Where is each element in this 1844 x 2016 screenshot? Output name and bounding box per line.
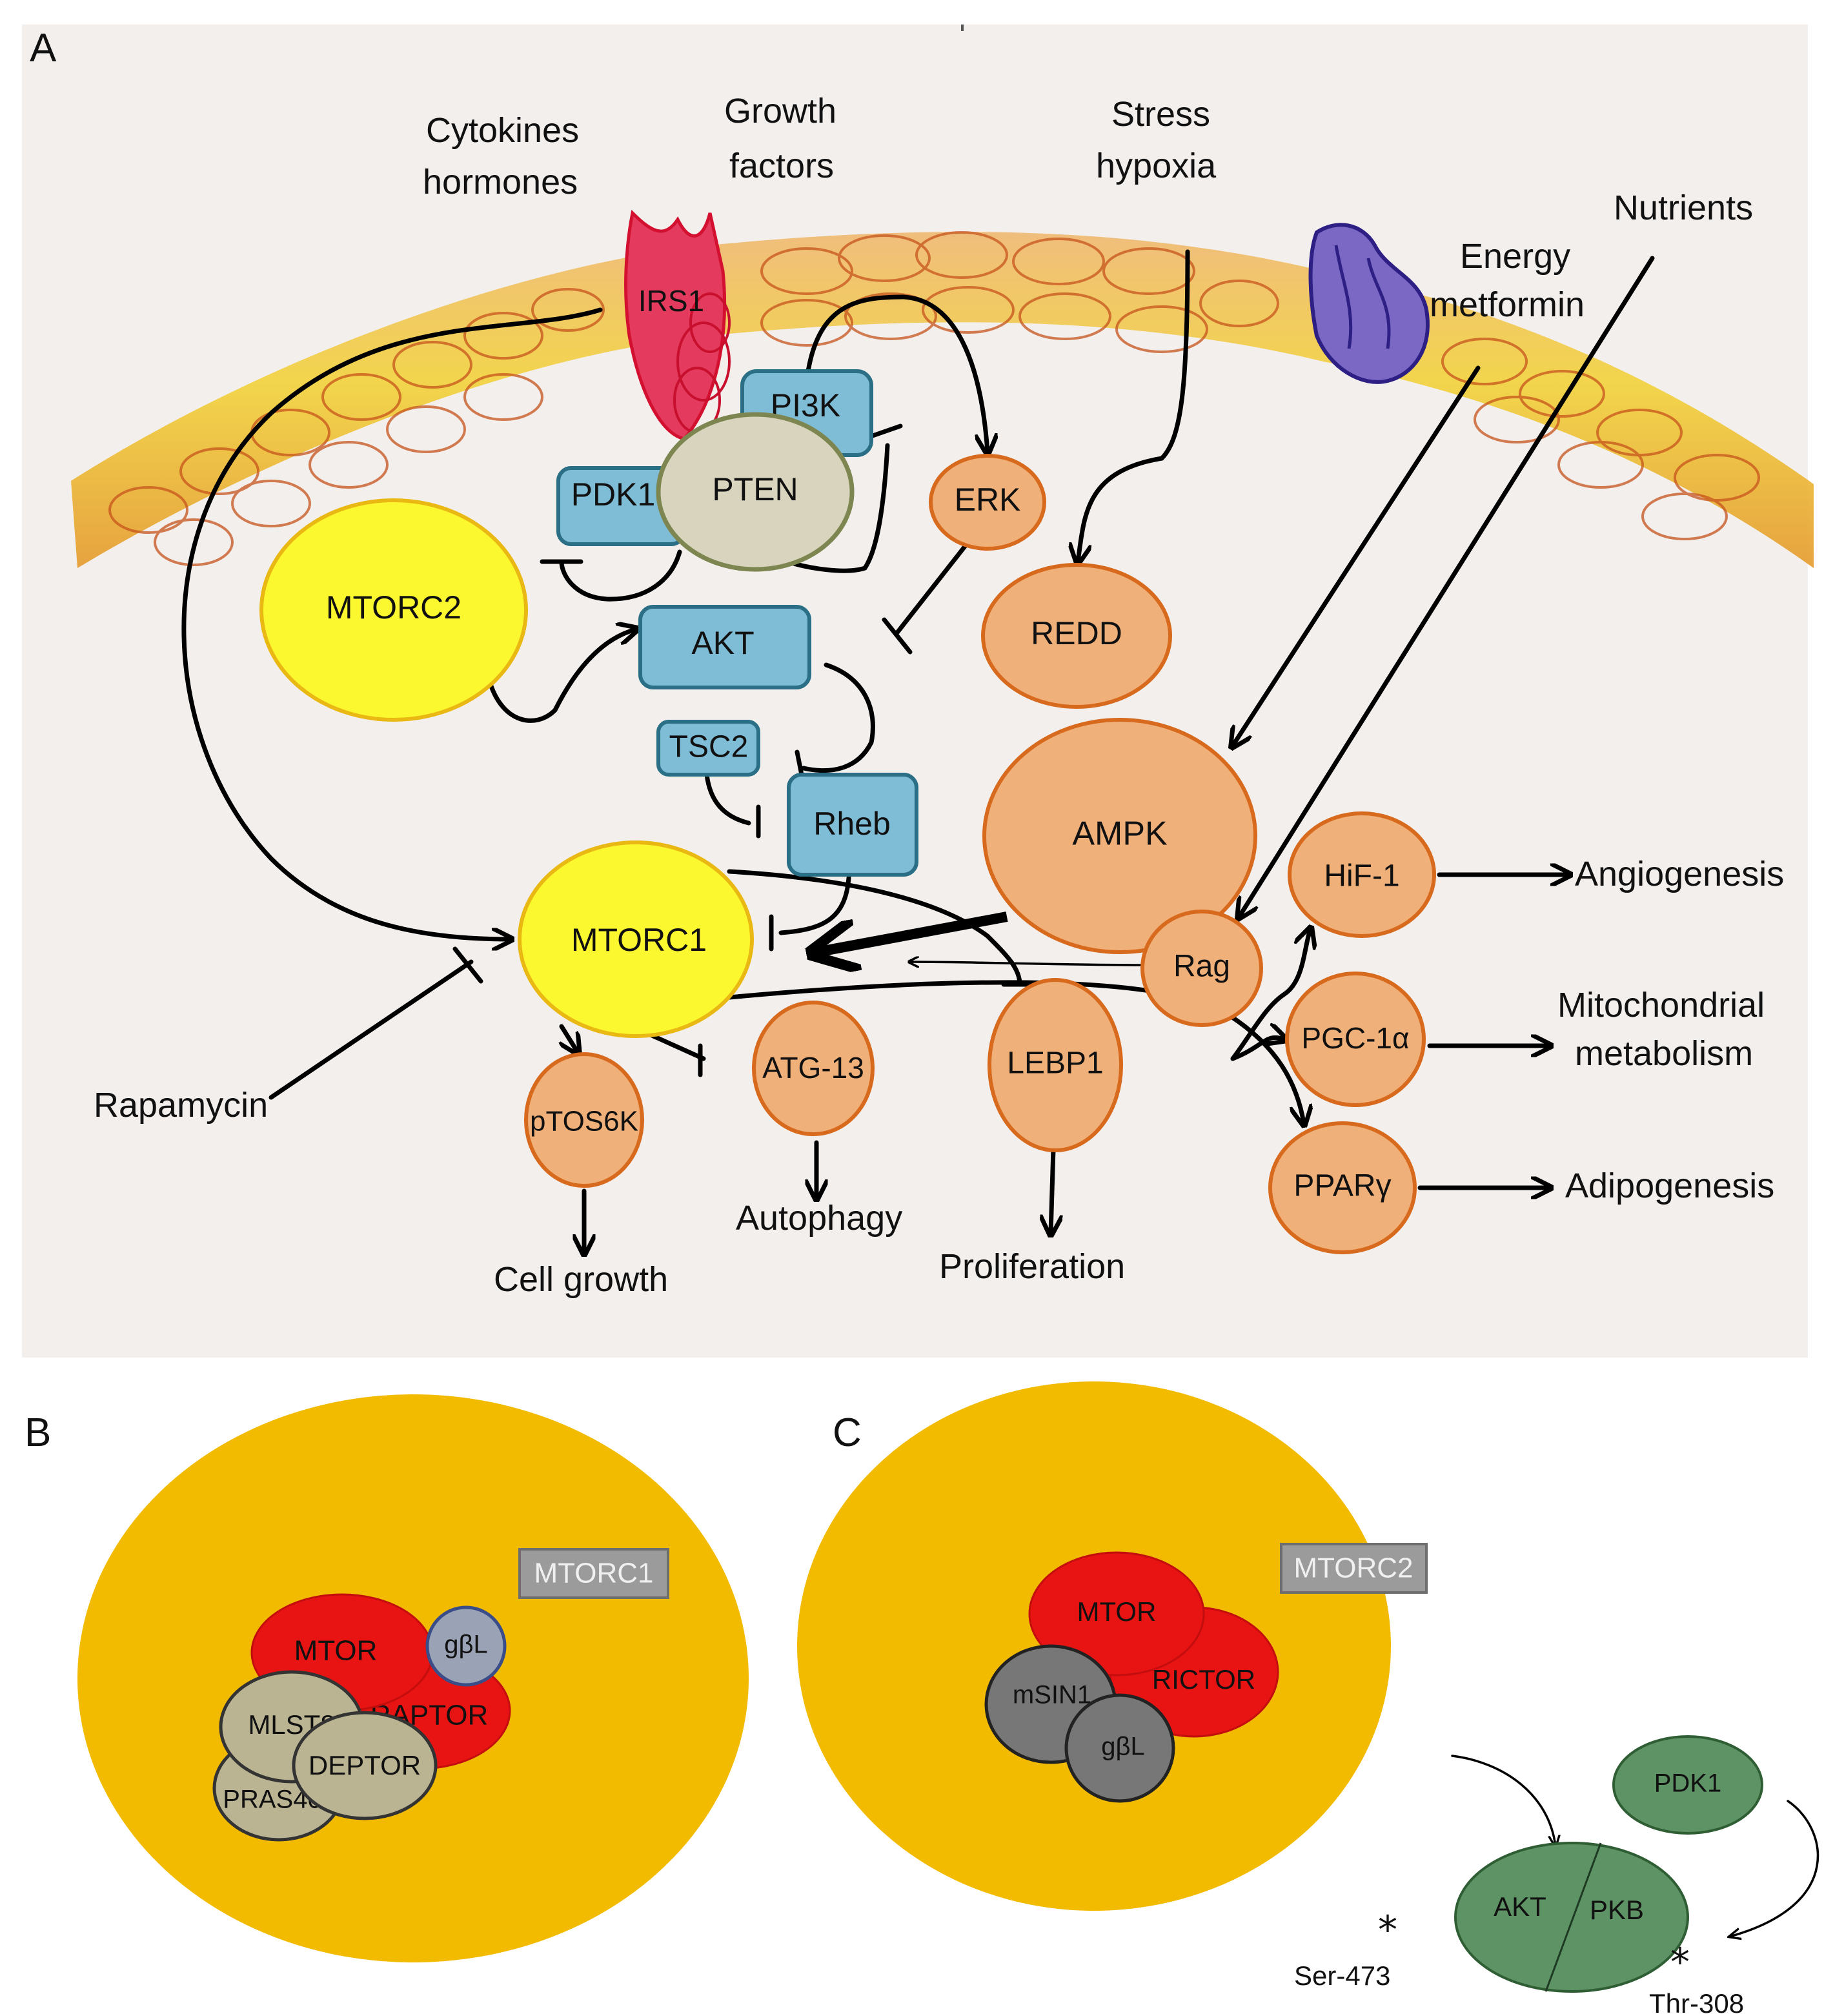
node-akt[interactable]: AKT — [638, 605, 811, 689]
rictor-label: RICTOR — [1152, 1664, 1255, 1695]
energy-label-1: Energy — [1460, 237, 1570, 276]
cytokines-label-2: hormones — [423, 163, 578, 201]
component-deptor[interactable]: DEPTOR — [292, 1711, 438, 1820]
node-mtorc2[interactable]: MTORC2 — [259, 498, 528, 722]
mtorc2-label: MTORC2 — [326, 589, 461, 626]
akt-label: AKT — [691, 625, 754, 661]
mitochondrial-label-1: Mitochondrial — [1557, 986, 1765, 1024]
pdk1-c-label: PDK1 — [1654, 1769, 1722, 1798]
mtorc1-label-box: MTORC1 — [518, 1548, 669, 1599]
angiogenesis-label: Angiogenesis — [1575, 855, 1784, 893]
node-pten[interactable]: PTEN — [656, 412, 855, 572]
mtorc1-label: MTORC1 — [571, 922, 707, 958]
ser473-label: Ser-473 — [1294, 1960, 1390, 1991]
panel-a: A — [22, 25, 1814, 1358]
akt-c-label: AKT — [1494, 1891, 1546, 1922]
node-akt-pkb[interactable]: AKT PKB — [1454, 1842, 1689, 1993]
node-mtorc1[interactable]: MTORC1 — [518, 840, 754, 1038]
node-lebp1[interactable]: LEBP1 — [988, 978, 1123, 1152]
deptor-label: DEPTOR — [309, 1750, 421, 1780]
node-tsc2[interactable]: TSC2 — [656, 720, 760, 777]
cell-growth-label: Cell growth — [494, 1260, 668, 1299]
panel-a-letter: A — [30, 26, 57, 70]
panel-c-letter: C — [833, 1410, 862, 1455]
mitochondrial-label-2: metabolism — [1575, 1034, 1753, 1073]
mtorc1-box-text: MTORC1 — [534, 1558, 654, 1589]
node-ppary[interactable]: PPARγ — [1268, 1121, 1417, 1254]
growth-factors-label-2: factors — [729, 147, 834, 185]
component-gbl[interactable]: gβL — [425, 1605, 507, 1687]
proliferation-label: Proliferation — [939, 1247, 1125, 1286]
panel-c: C MTORC2 RICTOR MTOR mSIN1 gβL PDK1 — [797, 1381, 1819, 2016]
node-erk[interactable]: ERK — [929, 454, 1046, 551]
stimulus-labels: Cytokines hormones Growth factors Stress… — [94, 92, 1753, 1125]
node-hif1[interactable]: HiF-1 — [1288, 811, 1436, 938]
node-pgc1a[interactable]: PGC-1α — [1285, 972, 1426, 1107]
autophagy-label: Autophagy — [736, 1199, 902, 1237]
gbl-b-label: gβL — [444, 1631, 488, 1659]
pgc1a-label: PGC-1α — [1301, 1021, 1409, 1055]
gbl-c-label: gβL — [1101, 1733, 1145, 1761]
node-pdk1[interactable]: PDK1 — [556, 466, 686, 546]
adipogenesis-label: Adipogenesis — [1565, 1166, 1774, 1205]
panel-b: B MTORC1 RAPTOR MTOR gβL PRAS40 MLST8 D — [25, 1394, 749, 1962]
redd-label: REDD — [1031, 615, 1122, 651]
mtor-b-label: MTOR — [294, 1635, 378, 1667]
node-redd[interactable]: REDD — [981, 563, 1172, 709]
rag-label: Rag — [1173, 950, 1230, 984]
pten-label: PTEN — [712, 471, 798, 507]
mtorc2-box-text: MTORC2 — [1294, 1553, 1413, 1584]
irs1-label: IRS1 — [638, 284, 704, 318]
ampk-label: AMPK — [1072, 815, 1168, 853]
erk-label: ERK — [955, 482, 1021, 518]
energy-receptor — [1308, 223, 1430, 384]
node-pdk1-c[interactable]: PDK1 — [1612, 1735, 1763, 1835]
energy-label-2: metformin — [1430, 285, 1585, 324]
component-gbl-c[interactable]: gβL — [1064, 1693, 1175, 1803]
growth-factors-label-1: Growth — [724, 92, 836, 130]
thr308-label: Thr-308 — [1649, 1988, 1744, 2016]
rheb-label: Rheb — [813, 806, 891, 842]
node-rheb[interactable]: Rheb — [787, 773, 918, 877]
lebp1-label: LEBP1 — [1007, 1046, 1103, 1081]
pdk1-label: PDK1 — [571, 476, 656, 513]
thr-asterisk-icon: * — [1670, 1940, 1690, 1985]
mtor-c-label: MTOR — [1077, 1596, 1157, 1627]
nutrients-label: Nutrients — [1614, 188, 1753, 227]
stress-label-2: hypoxia — [1096, 147, 1217, 185]
node-rag[interactable]: Rag — [1140, 910, 1263, 1027]
hif1-label: HiF-1 — [1324, 859, 1399, 893]
panel-b-letter: B — [25, 1410, 51, 1455]
node-atg13[interactable]: ATG-13 — [752, 1001, 875, 1136]
tsc2-label: TSC2 — [669, 730, 749, 764]
msin1-label: mSIN1 — [1013, 1681, 1091, 1709]
outcome-labels: Angiogenesis Mitochondrial metabolism Ad… — [494, 855, 1784, 1299]
node-ampk[interactable]: AMPK — [982, 718, 1257, 954]
panel-a-background — [22, 25, 1808, 1358]
pkb-label: PKB — [1590, 1895, 1644, 1925]
ppary-label: PPARγ — [1293, 1169, 1391, 1203]
node-ptos6k[interactable]: pTOS6K — [524, 1052, 644, 1188]
atg13-label: ATG-13 — [762, 1051, 864, 1084]
ser-asterisk-icon: * — [1378, 1908, 1397, 1953]
component-mtor-c[interactable]: MTOR — [1028, 1551, 1205, 1676]
rapamycin-label: Rapamycin — [94, 1086, 268, 1125]
cytokines-label-1: Cytokines — [426, 111, 579, 150]
mtorc2-label-box: MTORC2 — [1280, 1543, 1428, 1594]
stress-label-1: Stress — [1111, 95, 1210, 134]
ptos6k-label: pTOS6K — [530, 1106, 638, 1137]
